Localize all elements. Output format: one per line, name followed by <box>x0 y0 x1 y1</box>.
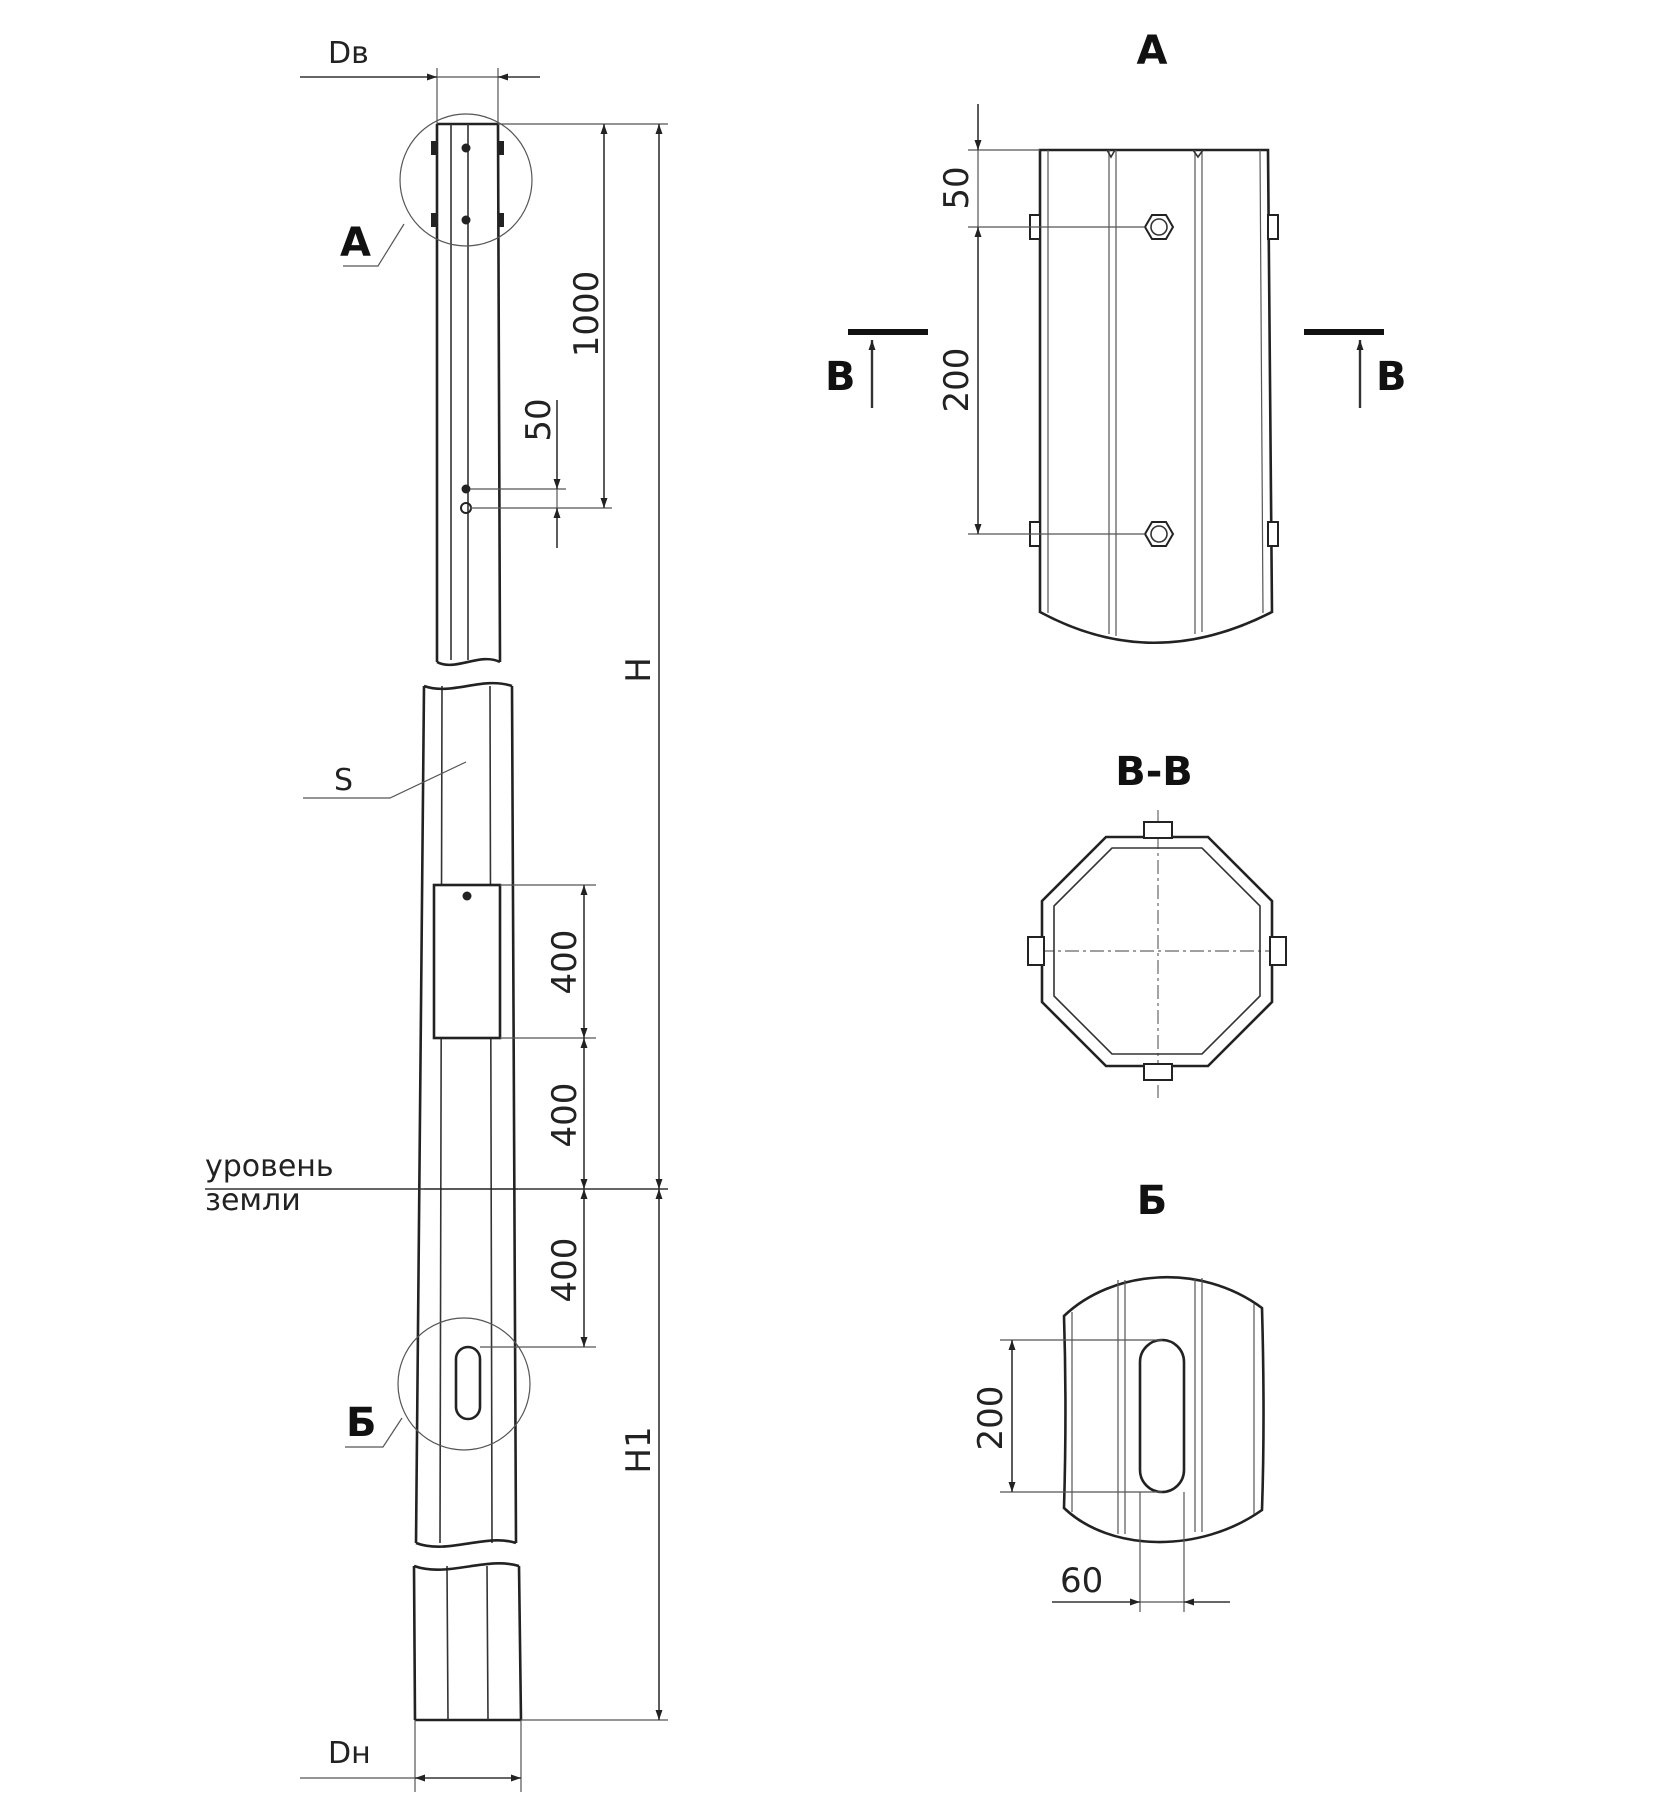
section-view <box>1027 810 1287 1098</box>
label-d-bottom: Dн <box>328 1736 371 1771</box>
detail-a-title: А <box>1137 28 1168 74</box>
section-title: В-В <box>1115 749 1193 795</box>
label-ground-level-1: уровень <box>205 1149 334 1184</box>
pole-top-segment <box>431 122 504 667</box>
callout-label-a: А <box>340 220 371 266</box>
callout-circle-b <box>397 1317 531 1451</box>
detail-b-dim-slot-height: 200 <box>971 1386 1011 1451</box>
detail-a-view <box>848 104 1384 645</box>
dim-height: H <box>619 657 659 683</box>
main-dimensions <box>300 68 668 1792</box>
service-door <box>432 883 502 1040</box>
cable-slot <box>454 1345 482 1421</box>
callout-circle-a <box>399 113 533 247</box>
dim-ground-to-slot: 400 <box>545 1238 585 1303</box>
detail-b-view <box>1000 1275 1265 1612</box>
pole-bottom-segment <box>412 1562 523 1722</box>
detail-a-dim-span: 200 <box>937 348 977 413</box>
dim-height-below: H1 <box>619 1426 659 1473</box>
dim-door: 400 <box>545 930 585 995</box>
label-d-top: Dв <box>328 36 369 71</box>
section-mark-left: В <box>825 354 856 400</box>
detail-a-dim-top: 50 <box>937 166 977 209</box>
pole-middle-segment <box>414 681 518 1548</box>
callout-label-b: Б <box>346 1400 377 1446</box>
label-ground-level-2: земли <box>205 1183 301 1218</box>
pole-main-view <box>205 113 668 1722</box>
detail-b-slot <box>1138 1338 1186 1494</box>
section-mark-right: В <box>1376 354 1407 400</box>
detail-b-dim-slot-width: 60 <box>1060 1561 1103 1601</box>
label-wall-thickness: S <box>334 763 353 798</box>
dim-hole-step: 50 <box>519 398 559 441</box>
detail-b-title: Б <box>1137 1178 1168 1224</box>
dim-top-zone: 1000 <box>567 271 607 358</box>
dim-door-to-ground: 400 <box>545 1083 585 1148</box>
